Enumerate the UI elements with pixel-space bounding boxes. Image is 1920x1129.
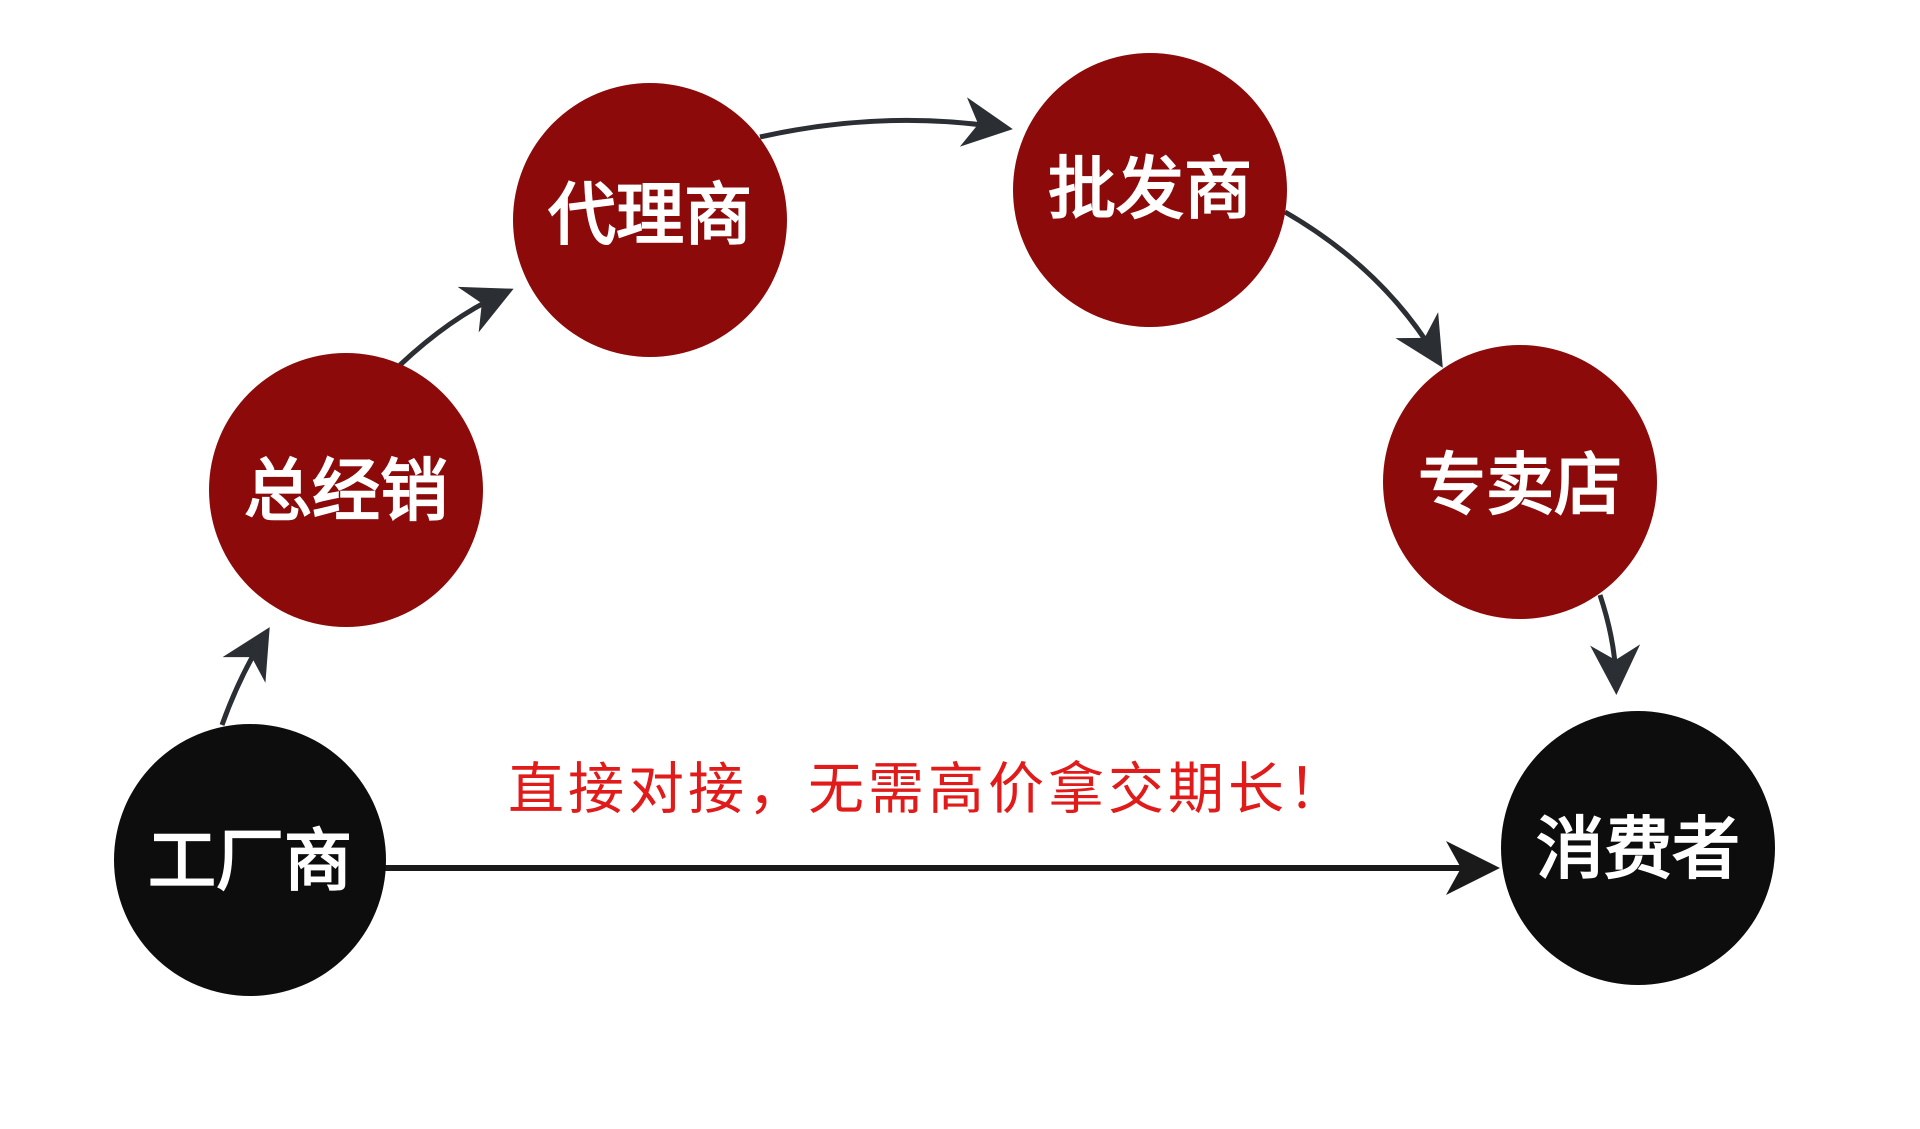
- node-factory: 工厂商: [114, 724, 386, 996]
- arrow-factory-to-distributor: [219, 627, 270, 726]
- node-specialty-store-label: 专卖店: [1418, 447, 1622, 526]
- node-consumer-circle: [1501, 711, 1775, 985]
- node-general-distributor: 总经销: [209, 353, 483, 627]
- node-factory-circle: [114, 724, 386, 996]
- node-agent-label: 代理商: [547, 177, 752, 256]
- node-general-distributor-circle: [209, 353, 483, 627]
- node-general-distributor-label: 总经销: [244, 453, 448, 532]
- node-consumer-label: 消费者: [1536, 811, 1740, 890]
- node-agent-circle: [513, 83, 787, 357]
- arrow-agent-to-wholesaler: [759, 97, 1013, 147]
- node-wholesaler: 批发商: [1013, 53, 1287, 327]
- node-agent: 代理商: [513, 83, 787, 357]
- node-factory-label: 工厂商: [148, 823, 352, 902]
- arrow-store-to-consumer: [1590, 594, 1641, 695]
- callout-direct-connection: 直接对接，无需高价拿交期长！: [508, 758, 1348, 823]
- node-specialty-store: 专卖店: [1383, 345, 1657, 619]
- node-wholesaler-label: 批发商: [1048, 151, 1252, 230]
- node-consumer: 消费者: [1501, 711, 1775, 985]
- node-wholesaler-circle: [1013, 53, 1287, 327]
- node-specialty-store-circle: [1383, 345, 1657, 619]
- arrow-distributor-to-agent: [398, 286, 514, 367]
- arrow-wholesaler-to-store: [1283, 209, 1443, 368]
